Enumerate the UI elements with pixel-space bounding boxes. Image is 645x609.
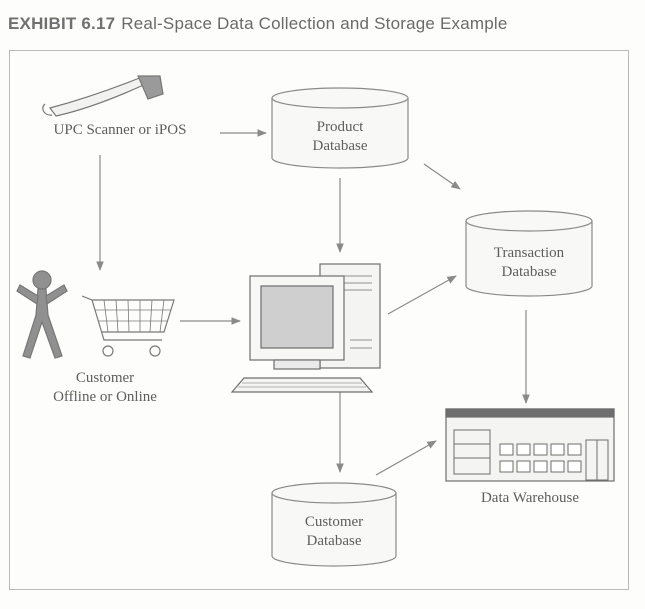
customer-line1: Customer [75, 370, 135, 386]
data-warehouse-label: Data Warehouse [480, 490, 580, 506]
product-db-line2: Database [312, 138, 368, 154]
arrow-customer-db-to-warehouse [375, 440, 437, 476]
transaction-database-icon [465, 210, 593, 297]
product-database-label: Product Database [272, 118, 408, 156]
product-db-line1: Product [316, 119, 364, 135]
exhibit-title-text: Real-Space Data Collection and Storage E… [121, 14, 508, 33]
monitor-screen [260, 285, 334, 349]
arrow-computer-to-transaction-db [387, 275, 457, 315]
transaction-db-line1: Transaction [493, 245, 565, 261]
keyboard [230, 377, 374, 393]
customer-database-label: Customer Database [272, 513, 396, 551]
computer-workstation-icon [230, 263, 381, 393]
customer-db-line2: Database [306, 533, 362, 549]
scanner-label: UPC Scanner or iPOS [53, 122, 187, 138]
data-warehouse-icon [445, 408, 615, 482]
exhibit-title: EXHIBIT 6.17 Real-Space Data Collection a… [8, 14, 508, 34]
flow-arrows [96, 129, 530, 476]
customer-db-line1: Customer [304, 514, 364, 530]
customer-label: Customer Offline or Online [25, 369, 185, 407]
customer-database-icon [271, 482, 397, 567]
shopping-cart-icon [81, 295, 175, 357]
transaction-database-label: Transaction Database [466, 244, 592, 282]
upc-scanner-icon [42, 75, 164, 117]
product-database-icon [271, 87, 409, 169]
exhibit-number: EXHIBIT 6.17 [8, 14, 116, 33]
customer-line2: Offline or Online [53, 389, 157, 405]
arrow-product-to-transaction-db [423, 163, 461, 190]
diagram-frame [9, 50, 629, 590]
stick-figure-icon [16, 270, 68, 359]
transaction-db-line2: Database [501, 264, 557, 280]
